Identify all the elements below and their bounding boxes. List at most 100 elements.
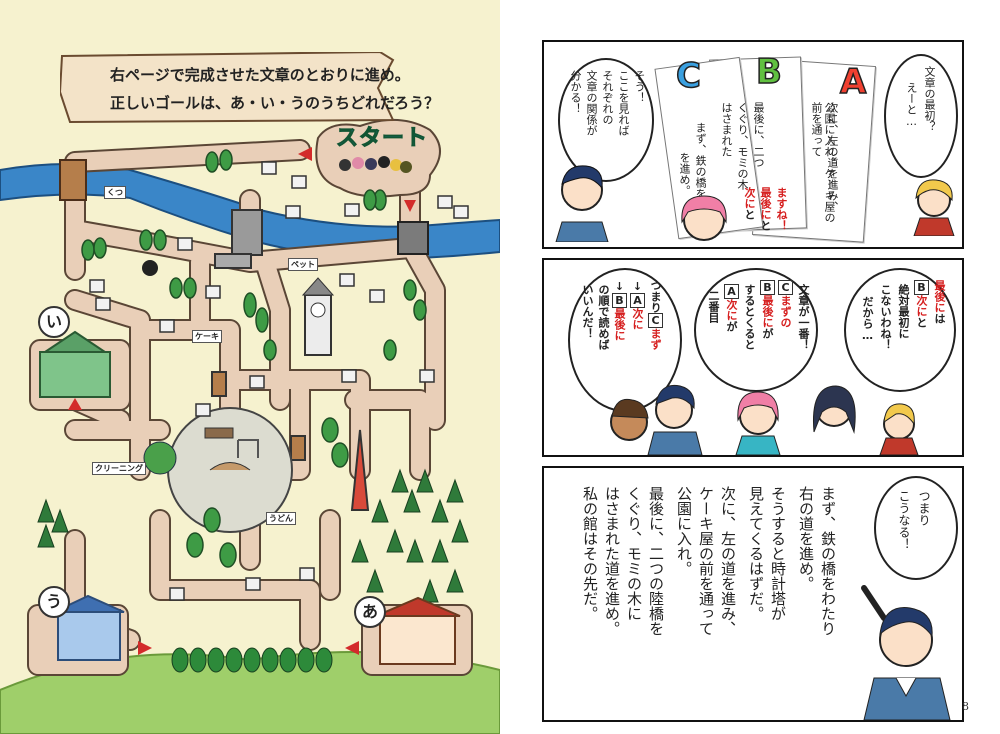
iron-bridge — [397, 221, 429, 255]
text-col-11: 私の館はその先だ。 — [581, 486, 599, 621]
panel-1: A B C 公園に入れ。ケーキ屋の前を通って 次に、左の道を進み、 くぐり、モミ… — [542, 40, 964, 249]
right-col-4: だから… — [861, 296, 874, 342]
bottom-trees — [171, 647, 333, 673]
paper-a-text-1: 公園に入れ。ケーキ屋の前を通って — [810, 102, 836, 223]
text-col-3: そうすると時計塔が — [769, 486, 787, 621]
boy-line-5: 分かる！ — [569, 70, 582, 114]
girl-next-word: 次に — [743, 187, 756, 209]
right-col-1: 最後には — [932, 280, 946, 380]
boy-character — [555, 165, 609, 242]
word-tsumari: つまり — [649, 280, 662, 313]
start-label: スタート — [335, 126, 429, 152]
overpass-3 — [290, 435, 306, 461]
paper-c-text-1: まず、鉄の橋をわ — [694, 122, 707, 210]
goal-label-i: い — [38, 306, 70, 338]
instruction-box: 右ページで完成させた文章のとおりに進め。 正しいゴールは、あ・い・うのうちどれだ… — [60, 52, 439, 124]
speech-bubble-right — [844, 268, 956, 392]
town-map — [0, 118, 500, 734]
pet-shop-sign: ペット — [288, 258, 318, 271]
mid-surutokuru: するとくると — [743, 284, 756, 350]
blonde-line-1: えーと… — [905, 82, 918, 128]
text-col-10: はさまれた道を進め。 — [603, 486, 621, 636]
map-page: 右ページで完成させた文章のとおりに進め。 正しいゴールは、あ・い・うのうちどれだ… — [0, 0, 500, 734]
tsumari-line-1: つまり — [917, 490, 931, 526]
paper-b-text-1: くぐり、モミの木 — [736, 102, 749, 190]
panel-2: いいんだ！ の順で読めば ↓B最後に ↓A次に つまりCまず 二番目 A次にが … — [542, 258, 964, 457]
mid-col-0: 文章が一番！ — [796, 284, 810, 384]
boy-line-4: 文章の関係が — [585, 70, 598, 136]
boy-line-1: そう！ — [633, 70, 646, 103]
right-col-2: 絶対最初に — [897, 284, 910, 339]
right-box-b: B — [914, 280, 929, 295]
mid-ichiban: 文章が一番！ — [797, 284, 810, 350]
left-bubble-col-1: つまりCまず — [648, 280, 663, 400]
speech-bubble-mid — [694, 268, 818, 392]
cake-shop-sign: ケーキ — [192, 330, 222, 343]
text-col-5: 次に、左の道を進み、 — [719, 486, 737, 636]
mid-box-c: C — [778, 280, 793, 295]
mid-ga-1: が — [761, 328, 774, 339]
girl-to-2: と — [759, 220, 772, 231]
goal-label-a: あ — [354, 596, 386, 628]
box-b: B — [612, 293, 627, 308]
mid-next: 次に — [725, 299, 738, 321]
right-next: 次に — [915, 295, 928, 317]
speech-bubble-boy — [558, 58, 654, 182]
characters-at-start — [339, 156, 412, 173]
panel-3: 私の館はその先だ。 はさまれた道を進め。 くぐり、モミの木に 最後に、二つの陸橋… — [542, 466, 964, 722]
arrow-1: ↓ — [631, 280, 644, 293]
letter-a: A — [839, 61, 867, 103]
right-col-1b: B次にと — [914, 280, 929, 380]
speech-bubble-blonde — [884, 54, 958, 178]
paper-b-text-2: 最後に、二つ — [752, 102, 765, 168]
girl-bubble-text: 次にと — [742, 187, 756, 247]
paper-c-text-2: を進め。 — [678, 152, 691, 196]
building-i — [39, 351, 111, 398]
mid-box-a: A — [724, 284, 739, 299]
word-next: 次に — [631, 308, 644, 330]
scroll-frame — [60, 52, 395, 124]
left-bubble-end: いいんだ！ — [581, 284, 594, 339]
girl-masune: ますね！ — [775, 187, 788, 231]
left-bubble-col-2b: の順で読めば — [596, 284, 610, 404]
mid-col-4: A次にが — [724, 284, 739, 384]
mid-col-2: B最後にが — [760, 280, 775, 380]
right-wa: は — [933, 313, 946, 324]
speech-bubble-tsumari — [874, 476, 958, 580]
box-a: A — [630, 293, 645, 308]
pointing-boy — [861, 585, 951, 720]
girl-bubble-text-2: 最後にと — [758, 187, 772, 247]
left-bubble-col-2: ↓B最後に — [612, 280, 627, 400]
manga-page: A B C 公園に入れ。ケーキ屋の前を通って 次に、左の道を進み、 くぐり、モミ… — [500, 0, 1000, 734]
text-col-2: 右の道を進め。 — [797, 486, 815, 591]
text-col-1: まず、鉄の橋をわたり — [819, 486, 837, 636]
houses — [89, 161, 469, 601]
overpass-2 — [211, 371, 227, 397]
text-col-4: 見えてくるはずだ。 — [747, 486, 765, 621]
letter-b: B — [755, 51, 782, 93]
black-cat — [142, 260, 158, 276]
goal-label-u: う — [38, 586, 70, 618]
mid-col-5: 二番目 — [706, 290, 720, 380]
shoe-shop-sign: くつ — [104, 186, 126, 199]
letter-c: C — [675, 55, 701, 97]
mid-second: 二番目 — [707, 290, 720, 323]
cleaning-shop-sign: クリーニング — [92, 462, 146, 475]
girl-last-word: 最後に — [759, 187, 772, 220]
tsumari-line-2: こうなる！ — [897, 490, 911, 550]
udon-shop-sign: うどん — [266, 512, 296, 525]
radio-tower — [350, 429, 370, 511]
mid-col-1: Cまずの — [778, 280, 793, 380]
right-last: 最後に — [933, 280, 946, 313]
characters-row — [610, 384, 919, 455]
instruction-line-2: 正しいゴールは、あ・い・うのうちどれだろう？ — [110, 94, 440, 112]
text-col-6: ケーキ屋の前を通って — [697, 486, 715, 636]
blonde-line-2: 文章の最初？ — [923, 66, 936, 132]
boy-line-2: ここを見れば — [617, 70, 630, 136]
mid-first: まずの — [779, 295, 792, 328]
left-bubble-col-1b: ↓A次に — [630, 280, 645, 400]
instruction-line-1: 右ページで完成させた文章のとおりに進め。 — [110, 66, 410, 84]
mid-col-3: するとくると — [742, 284, 756, 384]
word-first: まず — [649, 328, 662, 350]
right-to: と — [915, 317, 928, 328]
